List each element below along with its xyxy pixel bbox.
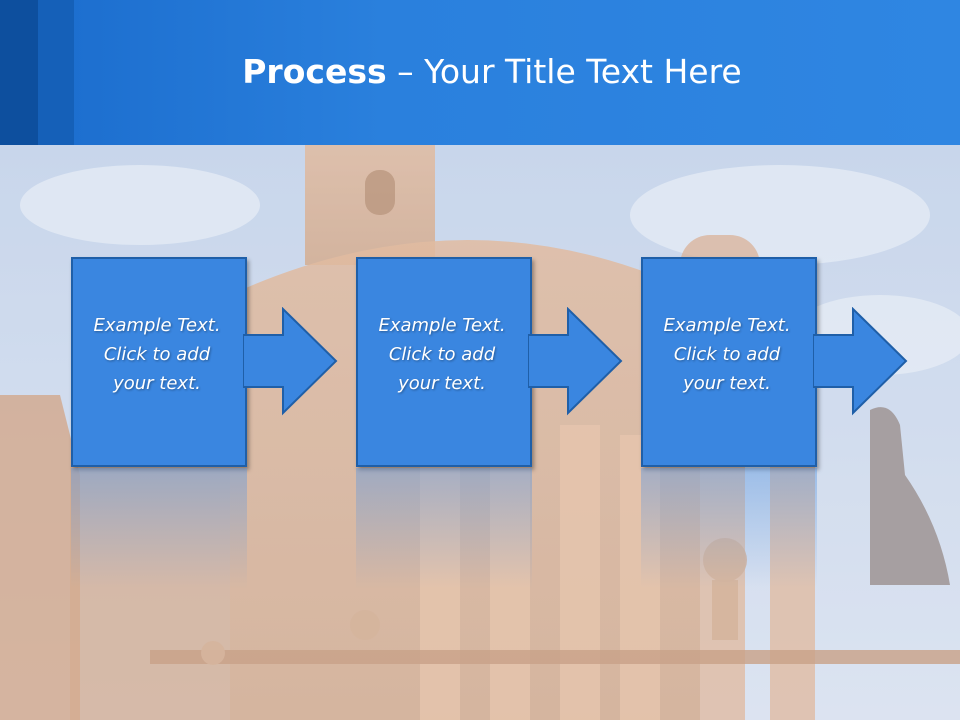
step-text[interactable]: Example Text. Click to add your text.	[71, 311, 243, 398]
step-text-line: Example Text.	[378, 315, 506, 336]
title-bold: Process	[242, 52, 387, 91]
process-step[interactable]: Example Text. Click to add your text.	[641, 257, 908, 467]
arrow-right-icon	[813, 307, 908, 416]
process-step[interactable]: Example Text. Click to add your text.	[71, 257, 338, 467]
step-reflection	[356, 468, 532, 588]
step-text[interactable]: Example Text. Click to add your text.	[641, 311, 813, 398]
step-text-line: your text.	[398, 373, 486, 394]
header-accent-strip	[38, 0, 74, 145]
step-reflection	[641, 468, 817, 588]
step-box	[641, 257, 817, 467]
step-text-line: Click to add	[388, 344, 496, 365]
slide-title[interactable]: Process – Your Title Text Here	[0, 52, 960, 91]
step-text-line: Example Text.	[663, 315, 791, 336]
step-text-line: your text.	[113, 373, 201, 394]
step-text-line: Example Text.	[93, 315, 221, 336]
title-rest: – Your Title Text Here	[386, 52, 742, 91]
header-accent-strip	[0, 0, 38, 145]
step-text[interactable]: Example Text. Click to add your text.	[356, 311, 528, 398]
arrow-right-icon	[528, 307, 623, 416]
step-text-line: Click to add	[673, 344, 781, 365]
title-bar: Process – Your Title Text Here	[0, 0, 960, 145]
arrow-right-icon	[243, 307, 338, 416]
step-text-line: Click to add	[103, 344, 211, 365]
step-box	[71, 257, 247, 467]
process-step[interactable]: Example Text. Click to add your text.	[356, 257, 623, 467]
step-reflection	[71, 468, 247, 588]
step-text-line: your text.	[683, 373, 771, 394]
step-box	[356, 257, 532, 467]
